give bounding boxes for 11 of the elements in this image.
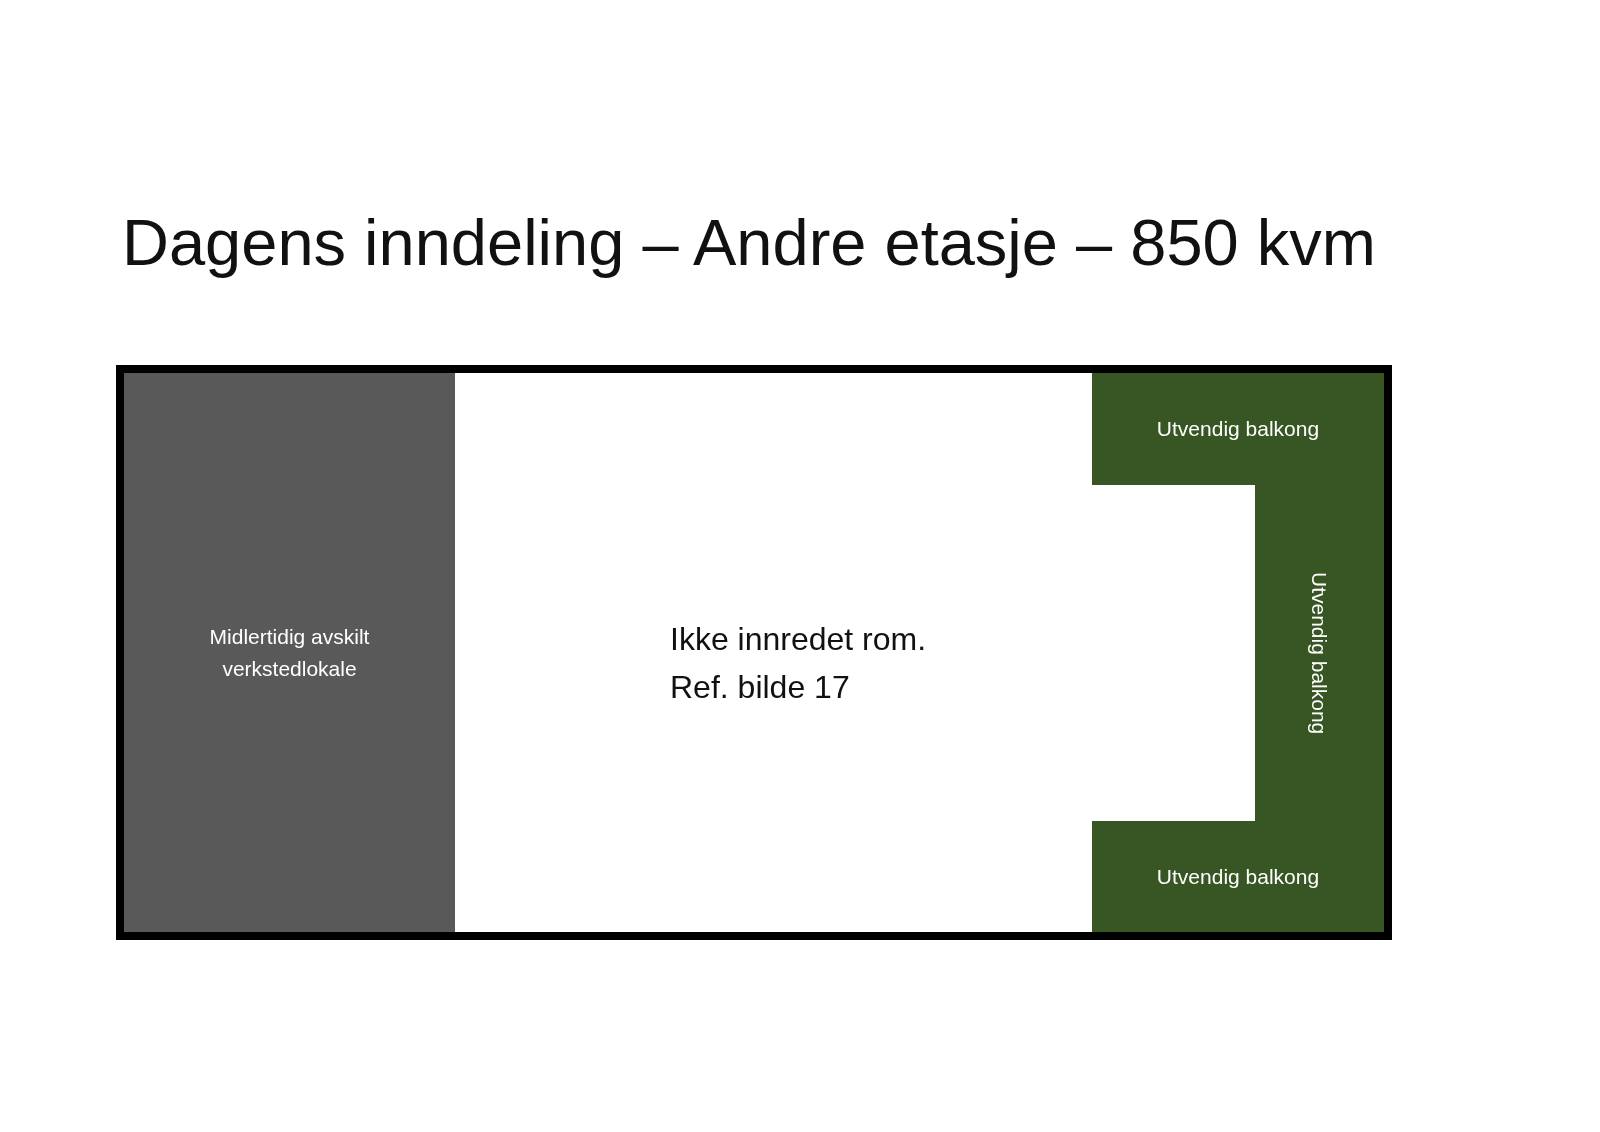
workshop-area bbox=[124, 373, 455, 932]
area-label: Utvendig balkong bbox=[1307, 571, 1333, 735]
area-label: Ref. bilde 17 bbox=[670, 667, 851, 707]
area-label: Midlertidig avskilt verkstedlokale bbox=[208, 624, 371, 682]
area-label: Ikke innredet rom. bbox=[670, 619, 927, 659]
balcony-area bbox=[1092, 821, 1384, 932]
floor-plan-outline bbox=[116, 365, 1392, 940]
area-label: Utvendig balkong bbox=[1156, 863, 1320, 890]
area-label: Utvendig balkong bbox=[1156, 416, 1320, 443]
balcony-area bbox=[1092, 373, 1384, 485]
title: Dagens inndeling – Andre etasje – 850 kvm bbox=[122, 205, 1376, 280]
